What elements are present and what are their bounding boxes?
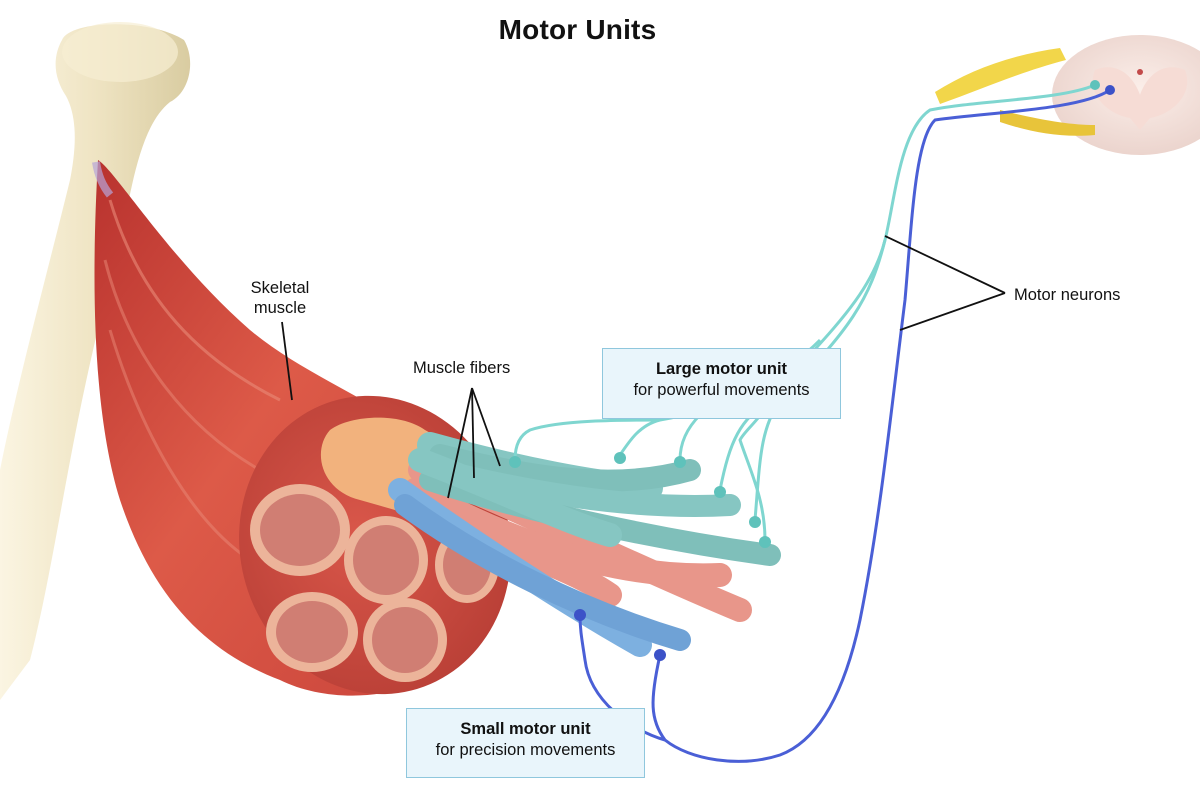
fascicle <box>266 592 358 672</box>
muscle-fiber-red <box>403 478 732 588</box>
muscle-cross-section <box>239 395 511 695</box>
skeletal-muscle-label-line1: Skeletal <box>250 279 310 297</box>
small-motor-unit-title: Small motor unit <box>460 720 591 738</box>
bone <box>0 22 191 700</box>
large-unit-junctions <box>509 80 1100 548</box>
motor-neurons-label: Motor neurons <box>1014 286 1121 304</box>
muscle-fibers-label: Muscle fibers <box>413 359 511 377</box>
large-motor-unit-subtitle: for powerful movements <box>633 381 810 399</box>
spinal-cord <box>1052 35 1200 155</box>
muscle-fiber-teal <box>429 444 701 492</box>
large-motor-unit-title: Large motor unit <box>655 360 788 378</box>
small-motor-unit-subtitle: for precision movements <box>435 741 616 759</box>
muscle-fibers <box>388 432 781 657</box>
fascicle <box>363 598 447 682</box>
page-title: Motor Units <box>498 14 657 45</box>
fascicle <box>250 484 350 576</box>
small-unit-junctions <box>574 85 1115 661</box>
skeletal-muscle-label: Skeletal muscle <box>240 278 320 318</box>
leader-lines <box>281 235 1006 499</box>
fascicle <box>344 516 428 604</box>
large-motor-unit-callout: Large motor unit for powerful movements <box>602 348 841 419</box>
muscle-fiber-blue <box>394 494 691 651</box>
muscle-fiber-teal <box>408 448 622 547</box>
sensory-ganglion <box>935 48 1095 136</box>
small-motor-unit-callout: Small motor unit for precision movements <box>406 708 645 778</box>
skeletal-muscle-label-line2: muscle <box>253 299 307 317</box>
